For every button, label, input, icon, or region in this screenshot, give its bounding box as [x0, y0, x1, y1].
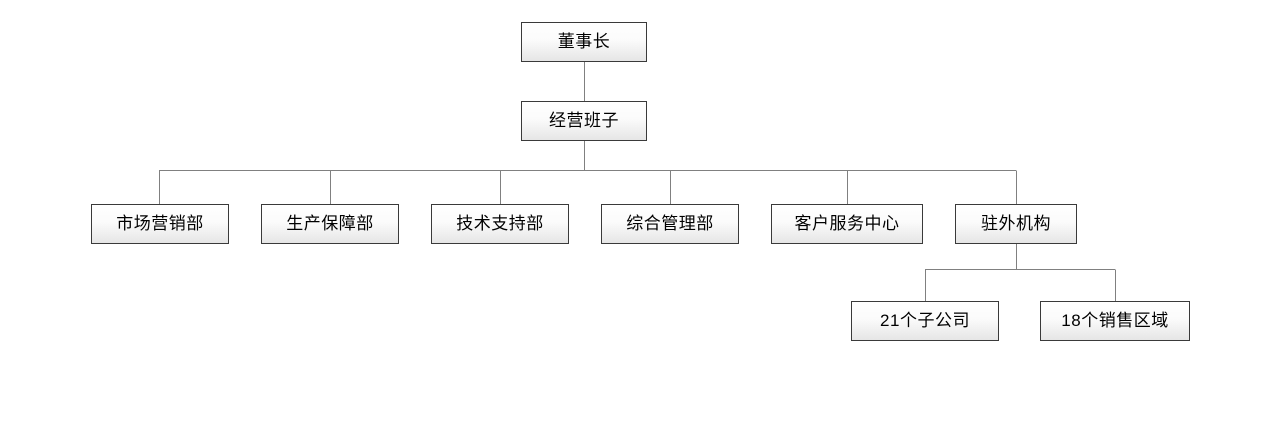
node-production-support-dept[interactable]: 生产保障部 [261, 204, 399, 244]
node-marketing-dept[interactable]: 市场营销部 [91, 204, 229, 244]
node-subsidiaries[interactable]: 21个子公司 [851, 301, 999, 341]
node-sales-regions[interactable]: 18个销售区域 [1040, 301, 1190, 341]
node-field-offices[interactable]: 驻外机构 [955, 204, 1077, 244]
node-label-chairman: 董事长 [557, 32, 611, 51]
node-customer-service-center[interactable]: 客户服务中心 [771, 204, 923, 244]
node-label-management-team: 经营班子 [549, 111, 619, 130]
node-management-team[interactable]: 经营班子 [521, 101, 647, 141]
node-label-production-support-dept: 生产保障部 [286, 214, 374, 233]
node-label-subsidiaries: 21个子公司 [880, 311, 970, 330]
node-label-customer-service-center: 客户服务中心 [794, 214, 900, 233]
node-general-management-dept[interactable]: 综合管理部 [601, 204, 739, 244]
node-label-technical-support-dept: 技术支持部 [456, 214, 544, 233]
node-label-field-offices: 驻外机构 [981, 214, 1051, 233]
node-chairman[interactable]: 董事长 [521, 22, 647, 62]
node-technical-support-dept[interactable]: 技术支持部 [431, 204, 569, 244]
node-label-general-management-dept: 综合管理部 [626, 214, 714, 233]
node-label-marketing-dept: 市场营销部 [116, 214, 204, 233]
node-label-sales-regions: 18个销售区域 [1061, 311, 1169, 330]
